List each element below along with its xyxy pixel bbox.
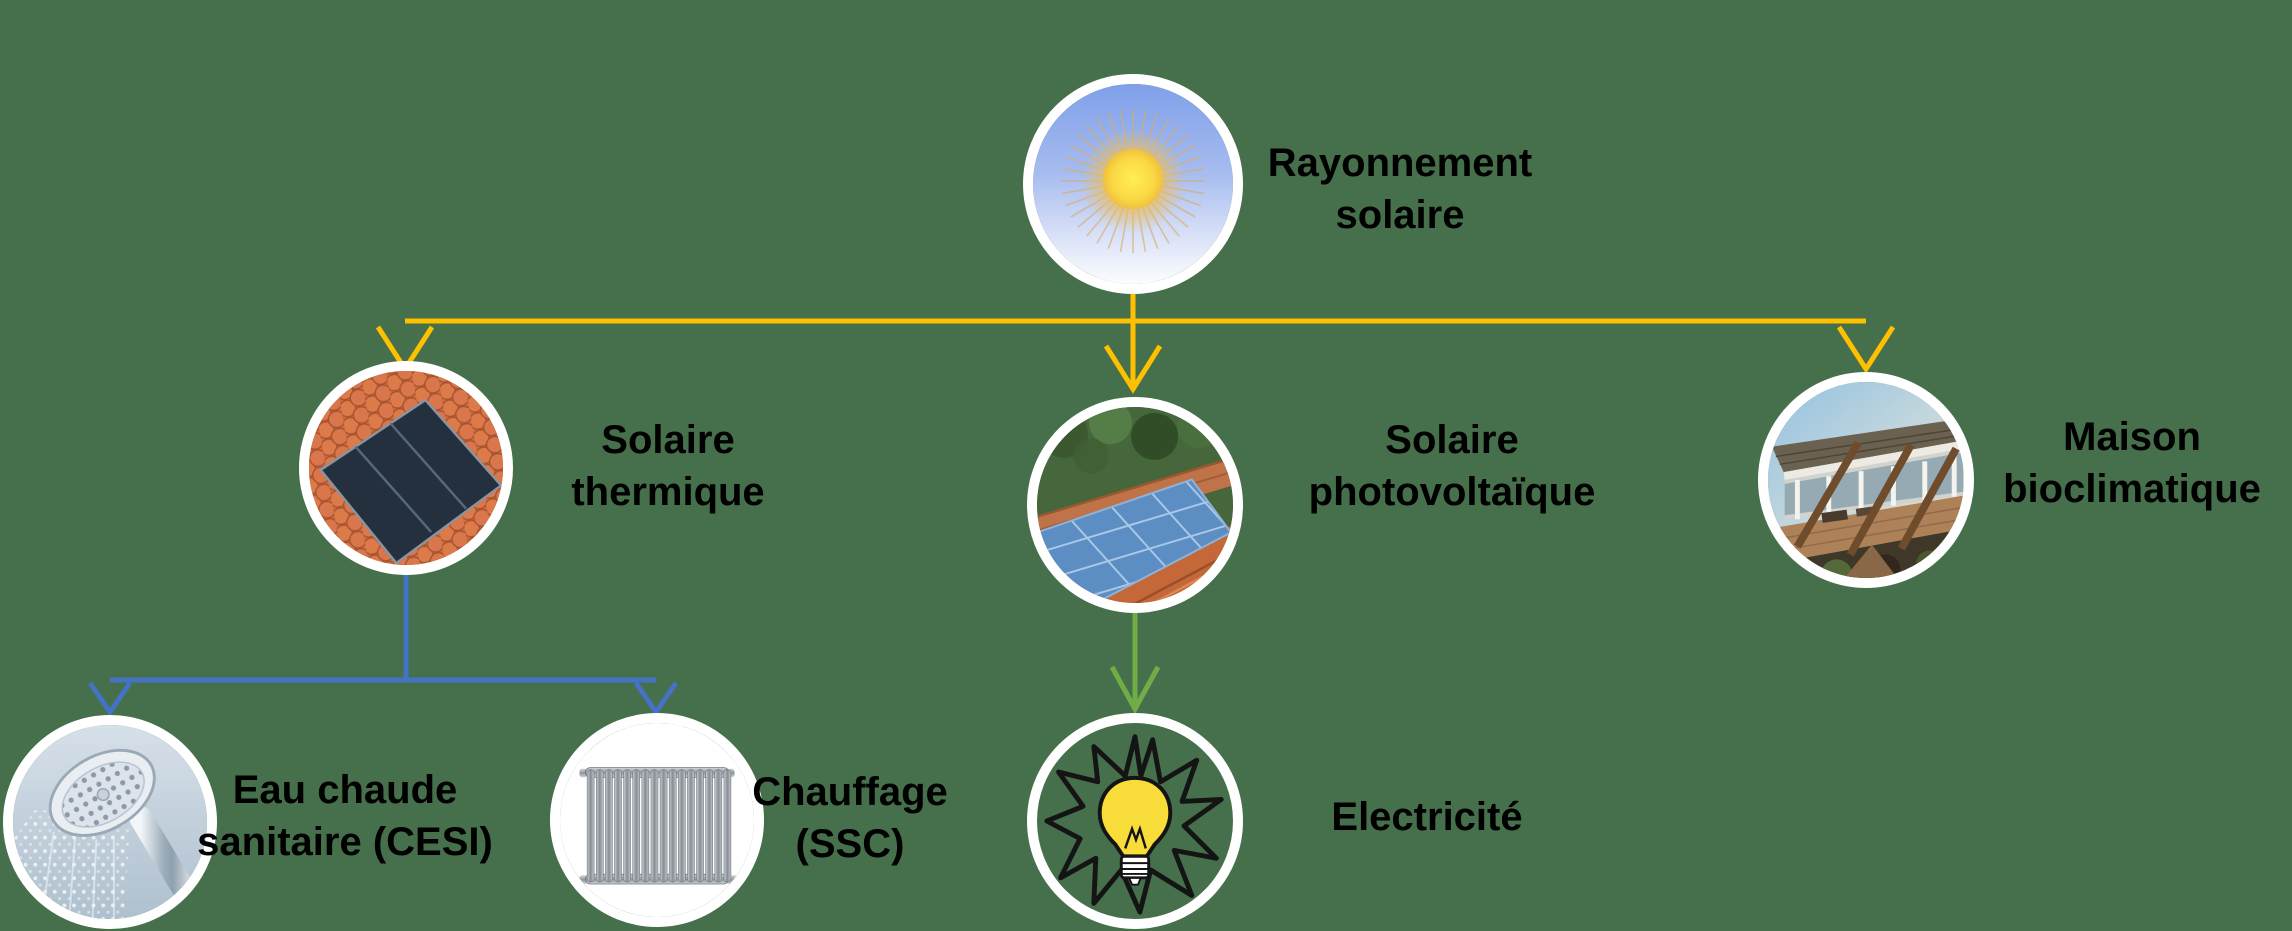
shower-head-image <box>13 725 207 919</box>
wooden-beams <box>1794 440 1960 557</box>
label-line: bioclimatique <box>2003 467 2261 511</box>
sun-disc <box>1103 149 1163 209</box>
label-line: Rayonnement <box>1267 141 1533 185</box>
bulb <box>1097 775 1173 886</box>
arrowhead-to-photovoltaique <box>1103 344 1163 394</box>
node-rayonnement-solaire <box>1023 74 1243 294</box>
label-line: thermique <box>571 470 765 514</box>
label-solaire-photovoltaique: Solaire photovoltaïque <box>1309 414 1596 518</box>
node-eau-chaude-sanitaire <box>3 715 217 929</box>
node-maison-bioclimatique <box>1758 372 1974 588</box>
label-line: Maison <box>2063 415 2201 459</box>
solar-thermal-panel-image <box>309 371 503 565</box>
bioclimatic-house-image <box>1768 382 1964 578</box>
label-maison-bioclimatique: Maison bioclimatique <box>2003 411 2261 515</box>
radiator-image <box>560 723 754 917</box>
label-line: photovoltaïque <box>1308 470 1596 514</box>
label-line: Chauffage <box>752 770 948 814</box>
thermal-panel <box>318 398 503 565</box>
arrowhead-to-eau-chaude <box>87 681 133 717</box>
light-bulb-clipart <box>1044 734 1224 915</box>
bulb-tip <box>1127 876 1143 886</box>
node-solaire-photovoltaique <box>1027 397 1243 613</box>
thermal-connectors <box>87 574 679 717</box>
filament <box>1124 824 1147 849</box>
label-eau-chaude-sanitaire: Eau chaude sanitaire (CESI) <box>197 764 493 868</box>
label-line: solaire <box>1335 193 1465 237</box>
house-roof <box>1771 421 1964 480</box>
photovoltaic-panels-image <box>1037 407 1233 603</box>
label-chauffage: Chauffage (SSC) <box>752 766 948 870</box>
arrowhead-to-maison <box>1836 325 1896 374</box>
node-electricite <box>1027 713 1243 929</box>
arrowhead-to-chauffage <box>633 681 679 717</box>
solar-radiation-connectors <box>375 291 1896 394</box>
sun-illustration <box>1033 84 1233 284</box>
label-line: Solaire <box>601 418 735 462</box>
starburst-outline <box>1044 734 1224 915</box>
label-electricite: Electricité <box>1331 791 1522 843</box>
label-line: Solaire <box>1385 418 1519 462</box>
shower-head <box>48 748 156 837</box>
radiator <box>579 767 739 885</box>
label-solaire-thermique: Solaire thermique <box>571 414 764 518</box>
label-line: sanitaire (CESI) <box>197 820 493 864</box>
photovoltaic-connector <box>1109 613 1161 715</box>
node-solaire-thermique <box>299 361 513 575</box>
node-chauffage <box>550 713 764 927</box>
label-line: Electricité <box>1331 795 1523 839</box>
arrowhead-to-electricite <box>1109 665 1161 715</box>
label-line: (SSC) <box>795 822 905 866</box>
label-rayonnement-solaire: Rayonnement solaire <box>1268 137 1533 241</box>
label-line: Eau chaude <box>232 768 458 812</box>
